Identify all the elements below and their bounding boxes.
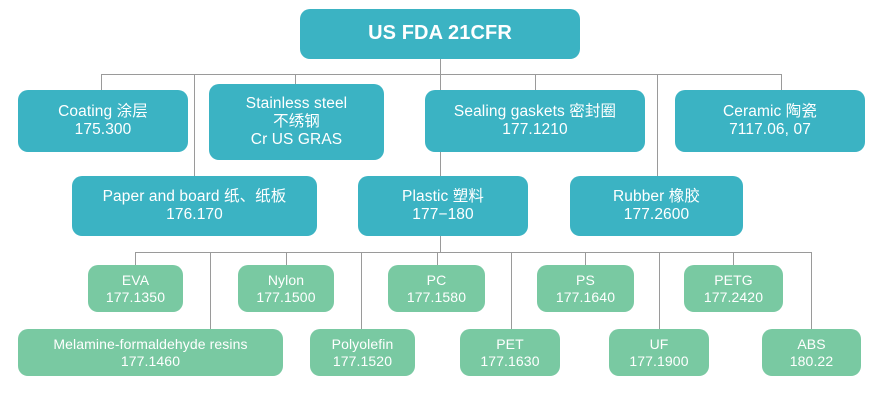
node-root-label: US FDA 21CFR bbox=[368, 22, 512, 45]
node-eva-line2: 177.1350 bbox=[105, 288, 166, 305]
node-pet-line2: 177.1630 bbox=[480, 352, 540, 369]
node-sealing-gaskets-line2: 177.1210 bbox=[502, 121, 568, 138]
connector-drop-pc bbox=[437, 252, 438, 265]
connector-drop-petg bbox=[733, 252, 734, 265]
node-ps[interactable]: PS 177.1640 bbox=[537, 265, 634, 312]
node-pc-line1: PC bbox=[426, 271, 447, 288]
connector-rail-abs bbox=[811, 252, 812, 329]
node-petg-line1: PETG bbox=[714, 271, 753, 288]
node-coating[interactable]: Coating 涂层 175.300 bbox=[18, 90, 188, 152]
node-rubber[interactable]: Rubber 橡胶 177.2600 bbox=[570, 176, 743, 236]
node-paper-and-board-line1: Paper and board 纸、纸板 bbox=[102, 187, 287, 205]
node-uf-line2: 177.1900 bbox=[629, 352, 689, 369]
node-plastic-line1: Plastic 塑料 bbox=[402, 187, 484, 205]
node-abs[interactable]: ABS 180.22 bbox=[762, 329, 861, 376]
node-pet-line1: PET bbox=[496, 335, 524, 352]
node-eva-line1: EVA bbox=[121, 271, 150, 288]
node-melamine-line1: Melamine-formaldehyde resins bbox=[53, 335, 248, 352]
node-nylon[interactable]: Nylon 177.1500 bbox=[238, 265, 334, 312]
connector-rail-melamine bbox=[210, 252, 211, 329]
connector-level4-bus bbox=[135, 252, 811, 253]
node-stainless-steel-line2: 不绣钢 bbox=[273, 112, 320, 130]
node-petg-line2: 177.2420 bbox=[703, 288, 764, 305]
node-nylon-line2: 177.1500 bbox=[256, 288, 316, 305]
node-uf[interactable]: UF 177.1900 bbox=[609, 329, 709, 376]
node-ps-line1: PS bbox=[576, 271, 595, 288]
connector-drop-ps bbox=[585, 252, 586, 265]
node-paper-and-board-line2: 176.170 bbox=[166, 206, 223, 223]
connector-drop-coating bbox=[101, 74, 102, 91]
connector-level2-bus bbox=[101, 74, 781, 75]
node-uf-line1: UF bbox=[649, 335, 669, 352]
node-pc[interactable]: PC 177.1580 bbox=[388, 265, 485, 312]
node-paper-and-board[interactable]: Paper and board 纸、纸板 176.170 bbox=[72, 176, 317, 236]
connector-drop-sealing bbox=[535, 74, 536, 91]
node-stainless-steel-line1: Stainless steel bbox=[245, 94, 348, 112]
node-melamine-formaldehyde-resins[interactable]: Melamine-formaldehyde resins 177.1460 bbox=[18, 329, 283, 376]
node-eva[interactable]: EVA 177.1350 bbox=[88, 265, 183, 312]
connector-rail-pet bbox=[511, 252, 512, 329]
node-stainless-steel-line3: Cr US GRAS bbox=[250, 131, 343, 149]
node-abs-line2: 180.22 bbox=[789, 352, 834, 369]
node-root[interactable]: US FDA 21CFR bbox=[300, 9, 580, 59]
connector-drop-stainless bbox=[295, 74, 296, 91]
connector-root-stem bbox=[440, 58, 441, 75]
node-pc-line2: 177.1580 bbox=[406, 288, 467, 305]
node-ceramic[interactable]: Ceramic 陶瓷 7117.06, 07 bbox=[675, 90, 865, 152]
connector-plastic-stem bbox=[440, 236, 441, 253]
node-sealing-gaskets-line1: Sealing gaskets 密封圈 bbox=[453, 102, 617, 120]
node-coating-line1: Coating 涂层 bbox=[58, 102, 148, 120]
node-rubber-line2: 177.2600 bbox=[623, 206, 690, 223]
connector-rail-right bbox=[657, 74, 658, 176]
node-ps-line2: 177.1640 bbox=[555, 288, 616, 305]
node-ceramic-line2: 7117.06, 07 bbox=[729, 121, 811, 138]
node-nylon-line1: Nylon bbox=[267, 271, 305, 288]
connector-rail-polyolefin bbox=[361, 252, 362, 329]
node-abs-line1: ABS bbox=[797, 335, 826, 352]
node-polyolefin-line2: 177.1520 bbox=[332, 352, 393, 369]
node-melamine-line2: 177.1460 bbox=[120, 352, 181, 369]
node-rubber-line1: Rubber 橡胶 bbox=[612, 187, 701, 205]
connector-drop-ceramic bbox=[781, 74, 782, 91]
node-pet[interactable]: PET 177.1630 bbox=[460, 329, 560, 376]
node-stainless-steel[interactable]: Stainless steel 不绣钢 Cr US GRAS bbox=[209, 84, 384, 160]
node-plastic[interactable]: Plastic 塑料 177−180 bbox=[358, 176, 528, 236]
connector-rail-left bbox=[194, 74, 195, 176]
connector-drop-eva bbox=[135, 252, 136, 265]
node-polyolefin-line1: Polyolefin bbox=[331, 335, 394, 352]
connector-drop-nylon bbox=[286, 252, 287, 265]
connector-rail-uf bbox=[659, 252, 660, 329]
node-plastic-line2: 177−180 bbox=[412, 206, 474, 223]
node-sealing-gaskets[interactable]: Sealing gaskets 密封圈 177.1210 bbox=[425, 90, 645, 152]
node-coating-line2: 175.300 bbox=[74, 121, 132, 138]
node-polyolefin[interactable]: Polyolefin 177.1520 bbox=[310, 329, 415, 376]
node-petg[interactable]: PETG 177.2420 bbox=[684, 265, 783, 312]
node-ceramic-line1: Ceramic 陶瓷 bbox=[722, 102, 817, 120]
